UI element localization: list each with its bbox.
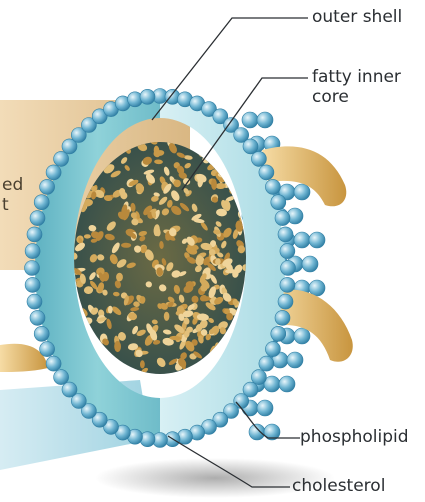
bead	[34, 326, 49, 341]
bead	[27, 294, 42, 309]
lipid-particle	[209, 155, 217, 164]
bead	[54, 370, 69, 385]
lipid-particle	[215, 342, 220, 351]
bead	[279, 376, 295, 392]
bead	[30, 310, 45, 325]
label-fatty-inner-core-line2: core	[312, 88, 349, 108]
label-fatty-inner-core-line1: fatty inner	[312, 68, 401, 88]
bead	[280, 277, 295, 292]
bead	[40, 179, 55, 194]
bead	[278, 227, 293, 242]
lipid-particle	[216, 345, 224, 353]
bead	[309, 280, 325, 296]
lipid-particle	[121, 243, 131, 248]
lipid-particle	[108, 306, 113, 314]
bead	[54, 151, 69, 166]
bead	[287, 352, 303, 368]
bead	[34, 195, 49, 210]
bead	[265, 342, 280, 357]
lipid-particle	[116, 273, 123, 282]
bead	[249, 424, 265, 440]
bead	[46, 356, 61, 371]
label-phospholipid: phospholipid	[300, 428, 409, 448]
bead	[275, 310, 290, 325]
bead	[40, 342, 55, 357]
bead	[25, 277, 40, 292]
lipid-particle	[121, 368, 130, 377]
bead	[257, 400, 273, 416]
cropped-text-fragment-1: ed	[2, 176, 23, 196]
bead	[140, 89, 155, 104]
bead	[265, 179, 280, 194]
bead	[259, 356, 274, 371]
bead	[281, 261, 296, 276]
label-cholesterol: cholesterol	[292, 477, 385, 497]
bead	[271, 195, 286, 210]
lipid-particle	[190, 364, 204, 375]
bead	[25, 261, 40, 276]
lipid-particle	[111, 359, 120, 372]
bead	[251, 370, 266, 385]
bead	[280, 244, 295, 259]
bead	[294, 328, 310, 344]
bead	[242, 112, 258, 128]
bead	[46, 165, 61, 180]
bead	[278, 294, 293, 309]
bead	[62, 382, 77, 397]
bead	[25, 244, 40, 259]
bead	[275, 211, 290, 226]
bead	[257, 112, 273, 128]
bead	[294, 184, 310, 200]
cropped-text-fragment-2: t	[2, 196, 9, 216]
bead	[309, 232, 325, 248]
bead	[243, 139, 258, 154]
bead	[294, 232, 310, 248]
bead	[27, 227, 42, 242]
bead	[30, 211, 45, 226]
lipid-particle	[140, 360, 145, 368]
bead	[271, 326, 286, 341]
bead	[259, 165, 274, 180]
bead	[302, 256, 318, 272]
label-outer-shell: outer shell	[312, 8, 402, 28]
bead	[251, 151, 266, 166]
